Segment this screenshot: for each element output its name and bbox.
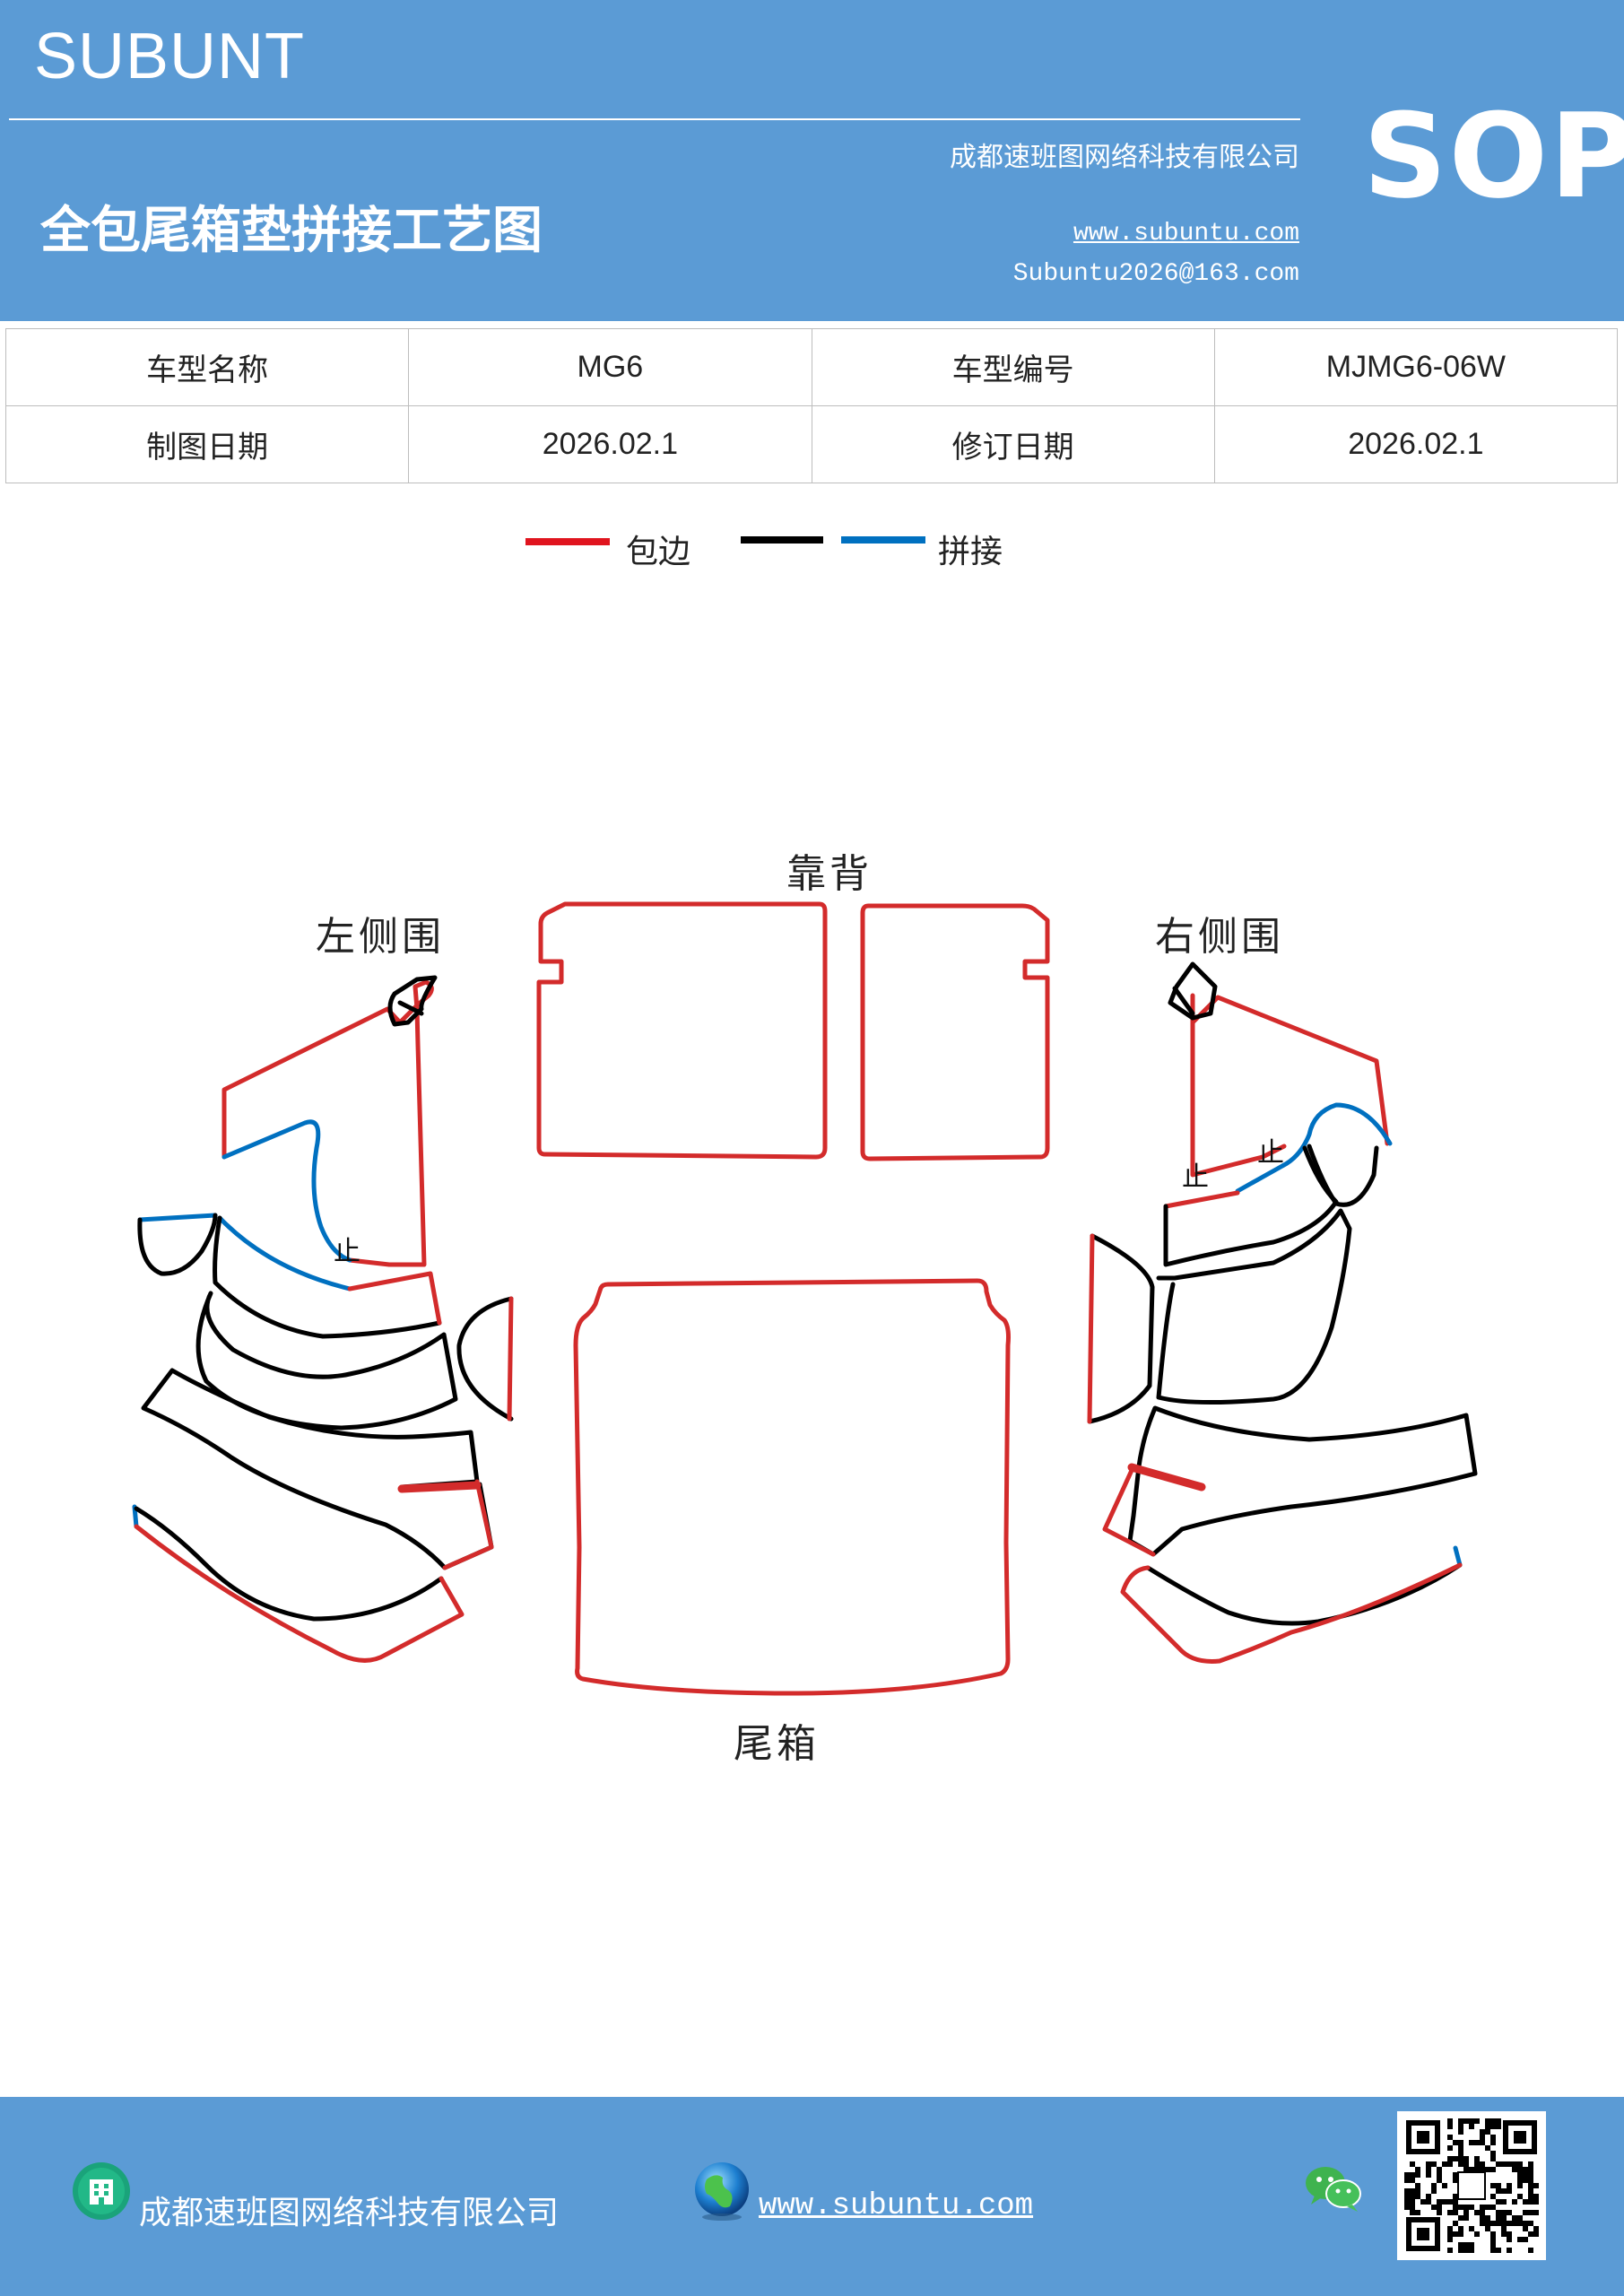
model-name-value: MG6 [408, 328, 812, 406]
back-label: 靠背 [786, 851, 873, 897]
company-name: 成都速班图网络科技有限公司 [950, 142, 1299, 173]
left-red-joint-bar [397, 1481, 482, 1493]
right-side-label: 右侧围 [1155, 914, 1284, 960]
left-strip-2-joint [217, 1215, 352, 1292]
right-bottom-strip-red [1120, 1562, 1463, 1664]
legend-edge-label: 包边 [626, 534, 691, 570]
footer-website-link[interactable]: www.subuntu.com [759, 2189, 1034, 2223]
model-code-value: MJMG6-06W [1213, 328, 1619, 406]
right-red-joint-bar [1127, 1463, 1206, 1492]
right-bottom-strip-joint [1453, 1545, 1463, 1568]
table-row: 车型名称 MG6 车型编号 MJMG6-06W [4, 328, 1619, 406]
left-upper-flap [387, 975, 438, 1027]
legend-joint-swatch [841, 536, 925, 544]
brand-name: SUBUNT [34, 21, 306, 92]
info-table: 车型名称 MG6 车型编号 MJMG6-06W 制图日期 2026.02.1 修… [4, 328, 1619, 483]
right-wheel-arch-piece [1087, 1233, 1155, 1424]
footer-company-name: 成都速班图网络科技有限公司 [139, 2195, 560, 2231]
trunk-label: 尾箱 [734, 1721, 820, 1767]
sop-badge: SOP [1363, 88, 1624, 224]
rev-date-value: 2026.02.1 [1213, 405, 1619, 483]
building-icon [73, 2162, 130, 2220]
left-bottom-strip-red [134, 1524, 465, 1663]
left-strip-2 [213, 1215, 442, 1339]
left-upper-panel-joint [221, 1119, 352, 1263]
model-code-label: 车型编号 [811, 328, 1215, 406]
qr-code [1397, 2111, 1546, 2260]
left-strip-4 [141, 1368, 494, 1570]
right-mid-panel-red [1163, 1190, 1240, 1209]
right-upper-panel-red [1190, 993, 1390, 1178]
right-mid-panel [1163, 1145, 1339, 1267]
left-wheel-arch-red [507, 1296, 514, 1422]
draw-date-label: 制图日期 [4, 405, 410, 483]
left-strip-3 [195, 1291, 458, 1431]
left-wheel-arch-piece [456, 1296, 514, 1422]
trunk-floor-panel [573, 1278, 1011, 1696]
email-address: Subuntu2026@163.com [1012, 260, 1299, 288]
backrest-right-panel [860, 903, 1050, 1161]
left-small-corner-joint [137, 1213, 218, 1222]
right-strip-2 [1156, 1208, 1352, 1405]
legend-black-swatch [741, 536, 823, 544]
header-banner: SUBUNT 成都速班图网络科技有限公司 全包尾箱垫拼接工艺图 www.subu… [0, 0, 1624, 321]
right-bottom-strip [1145, 1562, 1463, 1626]
stop-mark-left: 止 [334, 1236, 360, 1267]
model-name-label: 车型名称 [4, 328, 410, 406]
right-upper-flap [1168, 961, 1218, 1021]
right-mid-corner [1307, 1144, 1379, 1207]
backrest-left-panel [536, 901, 828, 1160]
right-strip-3-red [1102, 1464, 1156, 1557]
left-small-corner [137, 1213, 218, 1276]
stop-mark-right-2: 止 [1257, 1137, 1284, 1169]
legend-joint-label: 拼接 [938, 534, 1003, 570]
left-strip-4-red [442, 1479, 494, 1570]
website-link[interactable]: www.subuntu.com [1073, 220, 1299, 248]
header-divider [9, 118, 1300, 120]
left-strip-2-red [347, 1271, 442, 1326]
draw-date-value: 2026.02.1 [408, 405, 812, 483]
stop-mark-right-1: 止 [1182, 1161, 1209, 1193]
table-row: 制图日期 2026.02.1 修订日期 2026.02.1 [4, 405, 1619, 483]
left-bottom-strip [134, 1506, 444, 1622]
rev-date-label: 修订日期 [811, 405, 1215, 483]
footer-banner: 成都速班图网络科技有限公司 www.subuntu.com [0, 2097, 1624, 2296]
globe-icon [695, 2162, 749, 2221]
wechat-icon[interactable] [1302, 2161, 1365, 2215]
document-title: 全包尾箱垫拼接工艺图 [40, 201, 543, 260]
right-wheel-arch-red [1087, 1233, 1095, 1424]
right-upper-panel-joint [1235, 1102, 1393, 1194]
left-side-label: 左侧围 [316, 914, 445, 960]
legend-edge-swatch [525, 538, 610, 545]
